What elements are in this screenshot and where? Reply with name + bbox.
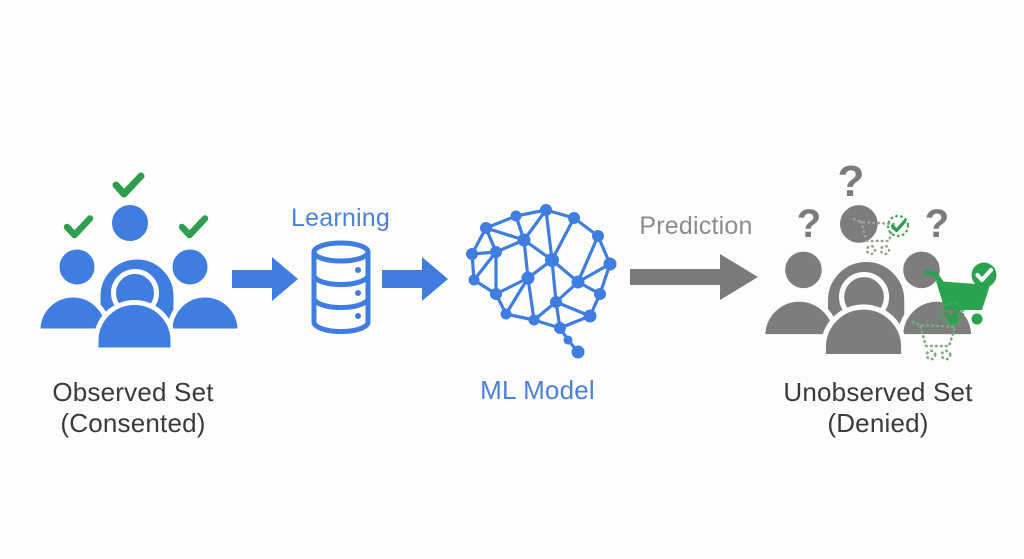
- learning-label: Learning: [291, 204, 390, 232]
- consented-people-group-icon: [35, 172, 240, 353]
- flow-arrow-icon: [232, 257, 298, 301]
- person-icon: [93, 269, 176, 353]
- checkmark-icon: [63, 215, 94, 239]
- person-icon: [820, 271, 907, 360]
- checkmark-icon: [178, 215, 209, 239]
- database-icon: [311, 240, 371, 334]
- unobserved-set-label-line1: Unobserved Set: [783, 377, 973, 407]
- prediction-arrow-icon: [630, 254, 758, 300]
- predicted-cart-dashed-icon: [852, 214, 910, 256]
- person-icon: [760, 246, 839, 340]
- prediction-label: Prediction: [639, 212, 753, 240]
- denied-people-group-icon: [760, 199, 974, 360]
- brain-network-icon: [466, 204, 617, 359]
- flow-arrow-icon: [382, 257, 448, 301]
- observed-set-label-line2: (Consented): [60, 408, 206, 438]
- ml-model-label: ML Model: [480, 375, 595, 405]
- unobserved-set-label-line2: (Denied): [827, 408, 929, 438]
- question-mark: ?: [837, 157, 865, 206]
- observed-set-label-line1: Observed Set: [52, 377, 214, 407]
- unobserved-set-label: Unobserved Set (Denied): [763, 377, 993, 439]
- question-mark: ?: [796, 202, 822, 246]
- observed-set-label: Observed Set (Consented): [18, 377, 248, 439]
- person-icon: [167, 244, 240, 334]
- question-mark: ?: [924, 202, 950, 246]
- predicted-cart-dashed-icon: [911, 301, 965, 361]
- checkmark-icon: [112, 172, 145, 198]
